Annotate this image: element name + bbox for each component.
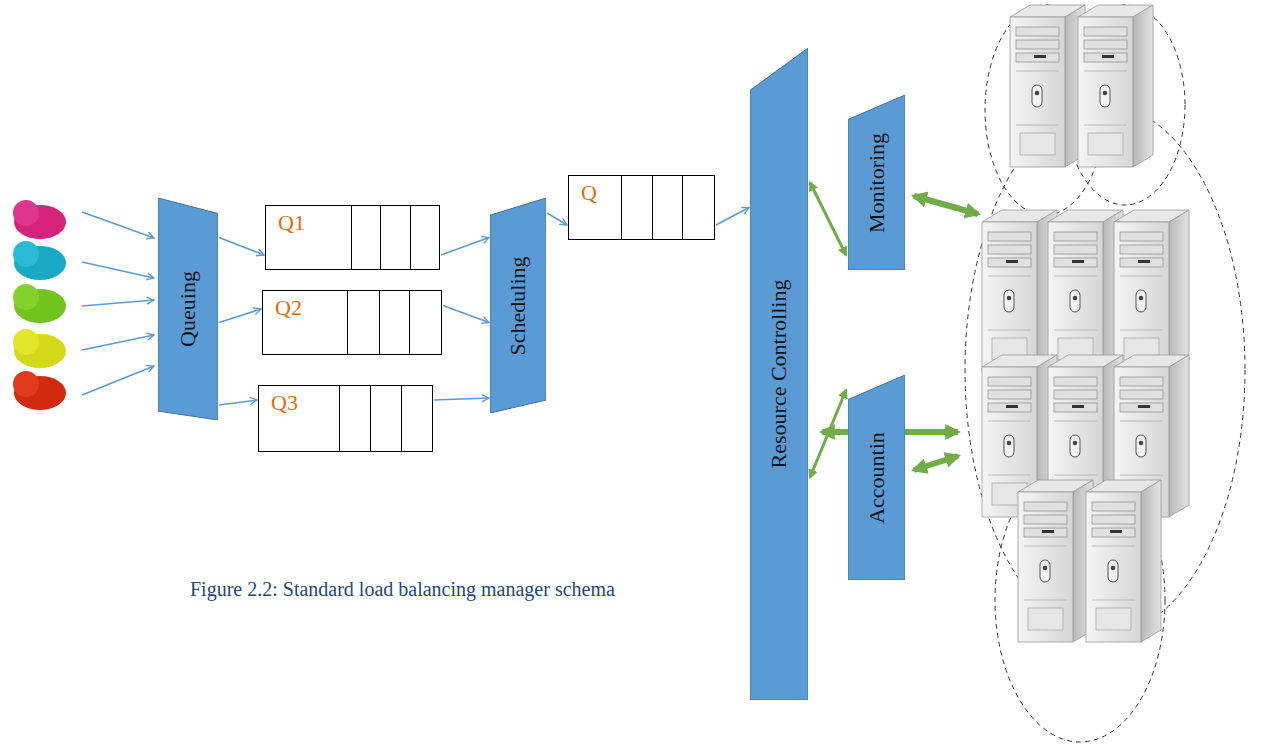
queue-cell-divider — [380, 206, 381, 269]
queue-cell-divider — [409, 291, 410, 354]
server-towers — [982, 5, 1189, 642]
queue-cell-divider — [682, 176, 683, 239]
queue-label: Q2 — [275, 295, 302, 321]
monitoring-module: Monitoring — [848, 95, 905, 270]
flow-arrow — [434, 398, 489, 400]
stage-label: Resource Controlling — [766, 280, 792, 469]
queue-box: Q2 — [262, 290, 442, 355]
queue-label: Q — [581, 180, 597, 206]
flow-arrow — [219, 309, 261, 323]
bidirectional-link — [810, 390, 846, 478]
figure-caption: Figure 2.2: Standard load balancing mana… — [190, 578, 615, 601]
stage-label: Scheduling — [505, 256, 531, 355]
queue-cell-divider — [339, 386, 340, 451]
scheduling-stage: Scheduling — [490, 198, 546, 413]
queue-cell-divider — [410, 206, 411, 269]
flow-arrow — [219, 238, 264, 256]
flow-arrow — [441, 238, 489, 256]
queue-cell-divider — [351, 206, 352, 269]
queue-cell-divider — [347, 291, 348, 354]
flow-arrow — [219, 400, 257, 405]
stage-label: Queuing — [175, 271, 201, 347]
accounting-module: Accountin — [848, 375, 905, 580]
queue-cell-divider — [652, 176, 653, 239]
bidirectional-link — [810, 183, 846, 256]
queue-cell-divider — [401, 386, 402, 451]
queue-box: Q — [568, 175, 715, 240]
queue-label: Q1 — [278, 210, 305, 236]
stage-label: Monitoring — [864, 132, 890, 232]
stage-label: Accountin — [864, 432, 890, 524]
flow-arrow — [547, 213, 567, 225]
user-icons — [13, 200, 66, 410]
queue-cell-divider — [379, 291, 380, 354]
cloud-outline — [965, 5, 1245, 742]
queue-cell-divider — [370, 386, 371, 451]
flow-arrow — [716, 208, 749, 226]
flow-arrow — [443, 306, 489, 323]
queue-cell-divider — [621, 176, 622, 239]
queue-box: Q3 — [258, 385, 433, 452]
user-arrows — [82, 212, 154, 395]
queue-label: Q3 — [271, 390, 298, 416]
queuing-stage: Queuing — [158, 198, 218, 420]
resource-controller: Resource Controlling — [750, 48, 808, 700]
queue-box: Q1 — [265, 205, 440, 270]
